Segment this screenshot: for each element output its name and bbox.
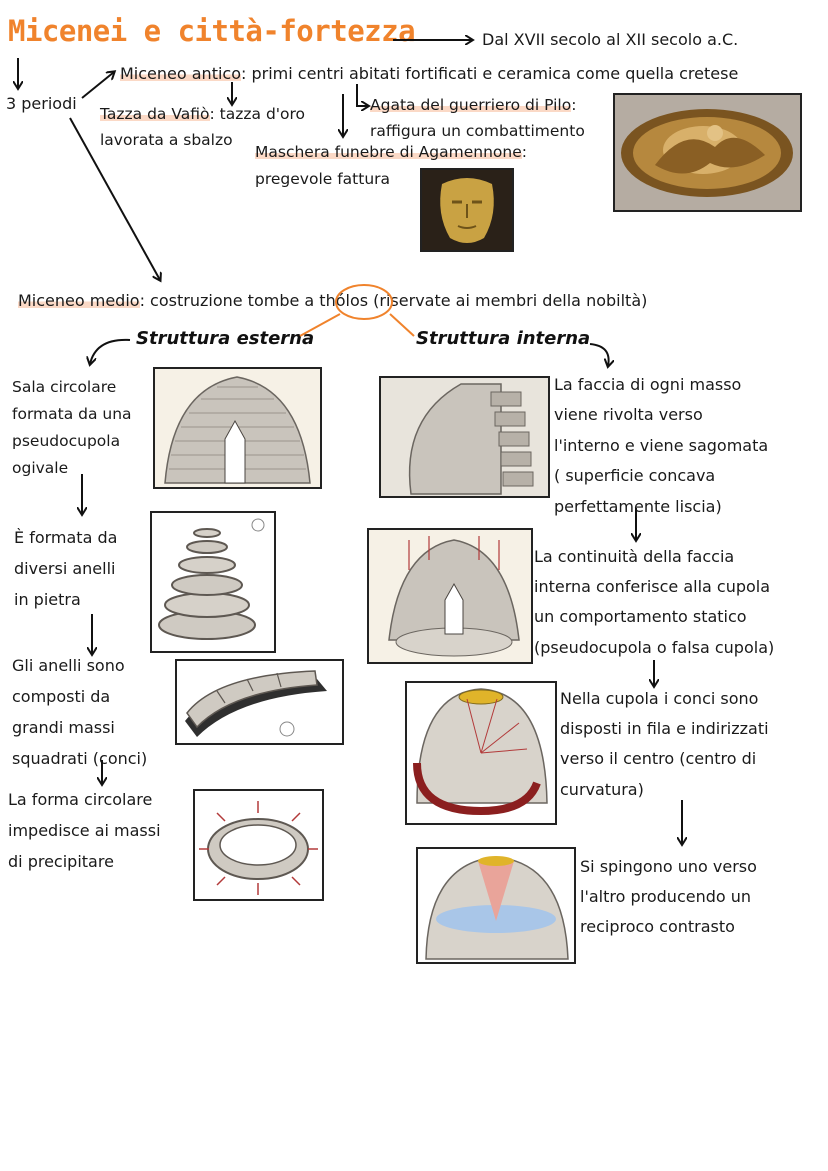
- esterna-line: diversi anelli: [14, 559, 116, 578]
- esterna-line: in pietra: [14, 590, 81, 609]
- interna-line: reciproco contrasto: [580, 917, 735, 936]
- page-title: Micenei e città-fortezza: [8, 14, 416, 48]
- interna-line: viene rivolta verso: [554, 405, 703, 424]
- miceneo-antico-desc: : primi centri abitati fortificati e cer…: [241, 64, 739, 83]
- interna-line: interna conferisce alla cupola: [534, 577, 771, 596]
- interna-line: un comportamento statico: [534, 607, 747, 626]
- tazza-desc-1: : tazza d'oro: [209, 105, 306, 123]
- esterna-line: di precipitare: [8, 852, 114, 871]
- conci-centro-image: [405, 681, 557, 825]
- conci-image: [175, 659, 344, 745]
- tholos-word: thólos: [319, 291, 369, 310]
- tazza-desc-2: lavorata a sbalzo: [100, 131, 233, 149]
- esterna-line: formata da una: [12, 405, 132, 423]
- interna-line: verso il centro (centro di: [560, 749, 757, 768]
- periods-label: 3 periodi: [6, 94, 77, 113]
- interna-line: La continuità della faccia: [534, 547, 735, 566]
- esterna-line: ogivale: [12, 459, 69, 477]
- maschera-image: [420, 168, 514, 252]
- interna-line: ( superficie concava: [554, 466, 716, 485]
- miceneo-medio-desc-after: (riservate ai membri della nobiltà): [368, 291, 648, 310]
- miceneo-antico-line: Miceneo antico: primi centri abitati for…: [120, 59, 738, 89]
- struttura-esterna-heading: Struttura esterna: [136, 328, 315, 349]
- maschera-line: Maschera funebre di Agamennone:: [255, 143, 527, 161]
- esterna-line: composti da: [12, 687, 111, 706]
- interna-line: La faccia di ogni masso: [554, 375, 742, 394]
- interna-line: Nella cupola i conci sono: [560, 689, 759, 708]
- esterna-line: È formata da: [14, 528, 118, 547]
- agata-name: Agata del guerriero di Pilo: [370, 96, 572, 114]
- facce-sagomate-image: [379, 376, 550, 498]
- contrasto-image: [416, 847, 576, 964]
- agata-line: Agata del guerriero di Pilo:: [370, 96, 577, 114]
- esterna-line: Gli anelli sono: [12, 656, 125, 675]
- agata-desc: raffigura un combattimento: [370, 122, 585, 140]
- tazza-line-1: Tazza da Vafiò: tazza d'oro: [100, 101, 305, 127]
- interna-line: curvatura): [560, 780, 644, 799]
- esterna-line: impedisce ai massi: [8, 821, 161, 840]
- miceneo-medio-desc-before: : costruzione tombe a: [139, 291, 320, 310]
- miceneo-antico-name: Miceneo antico: [120, 64, 241, 83]
- miceneo-medio-line: Miceneo medio: costruzione tombe a thólo…: [18, 286, 647, 316]
- esterna-line: Sala circolare: [12, 378, 117, 396]
- period-range: Dal XVII secolo al XII secolo a.C.: [482, 30, 739, 49]
- esterna-line: squadrati (conci): [12, 749, 148, 768]
- tazza-name: Tazza da Vafiò: [100, 105, 210, 123]
- struttura-interna-heading: Struttura interna: [416, 328, 591, 349]
- maschera-name: Maschera funebre di Agamennone: [255, 143, 522, 161]
- interna-line: disposti in fila e indirizzati: [560, 719, 769, 738]
- interna-line: l'altro producendo un: [580, 887, 752, 906]
- esterna-line: pseudocupola: [12, 432, 121, 450]
- falsa-cupola-image: [367, 528, 533, 664]
- interna-line: perfettamente liscia): [554, 497, 722, 516]
- interna-line: l'interno e viene sagomata: [554, 436, 769, 455]
- interna-line: Si spingono uno verso: [580, 857, 757, 876]
- interna-line: (pseudocupola o falsa cupola): [534, 638, 775, 657]
- esterna-line: grandi massi: [12, 718, 115, 737]
- pseudocupola-image: [153, 367, 322, 489]
- anelli-image: [150, 511, 276, 653]
- anello-circolare-image: [193, 789, 324, 901]
- agata-image: [613, 93, 802, 212]
- esterna-line: La forma circolare: [8, 790, 153, 809]
- maschera-desc: pregevole fattura: [255, 170, 391, 188]
- miceneo-medio-name: Miceneo medio: [18, 291, 140, 310]
